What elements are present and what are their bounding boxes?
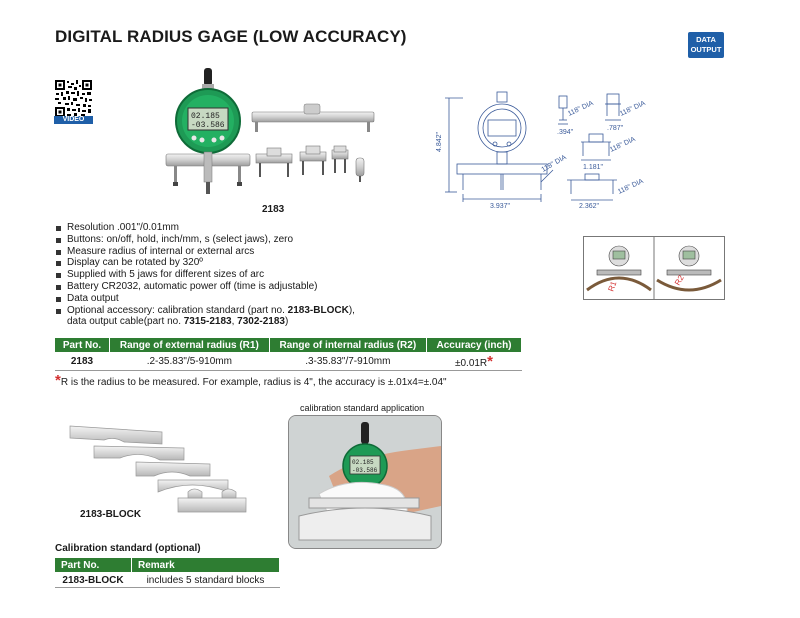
dim-dia-1: 118" DIA — [567, 100, 595, 118]
feature-item: Buttons: on/off, hold, inch/mm, s (selec… — [55, 234, 355, 246]
accuracy-star: * — [487, 353, 494, 370]
feature-item: Supplied with 5 jaws for different sizes… — [55, 269, 355, 281]
badge-line2: OUTPUT — [690, 44, 722, 54]
optional-text-d: data output cable(part no. — [67, 316, 184, 328]
dim-width: 3.937" — [490, 203, 511, 210]
dim-787: .787" — [607, 125, 624, 132]
col-part-no: Part No. — [54, 337, 110, 353]
block-label: 2183-BLOCK — [80, 509, 142, 520]
col-external-radius: Range of external radius (R1) — [109, 337, 270, 353]
calibration-blocks-photo — [69, 425, 247, 513]
note-star: * — [55, 372, 61, 389]
feature-item: Data output — [55, 293, 355, 305]
page-title: DIGITAL RADIUS GAGE (LOW ACCURACY) — [55, 27, 407, 46]
optional-part-cable2: 7302-2183 — [237, 316, 285, 328]
calibration-title: Calibration standard (optional) — [55, 543, 201, 554]
feature-item: Battery CR2032, automatic power off (tim… — [55, 281, 355, 293]
feature-list: Resolution .001"/0.01mm Buttons: on/off,… — [55, 222, 355, 328]
feature-item: Measure radius of internal or external a… — [55, 246, 355, 258]
cell-external-radius: .2-35.83"/5-910mm — [109, 352, 270, 371]
table-header-row: Part No. Remark — [54, 557, 280, 573]
gauge-display-line1: 02.185 — [191, 112, 220, 121]
r1-label: R1 — [606, 279, 618, 292]
dim-1181: 1.181" — [583, 164, 604, 171]
col-part-no: Part No. — [54, 557, 132, 573]
application-illustration: 02.185 -03.586 — [289, 416, 441, 548]
app-caption: calibration standard application — [300, 403, 425, 413]
optional-part-block: 2183-BLOCK — [287, 304, 349, 316]
technical-drawing: 4.842" 3.937" 118" DIA 118" DIA .394" 11… — [436, 91, 647, 210]
optional-part-cable1: 7315-2183 — [183, 316, 232, 328]
note-text: R is the radius to be measured. For exam… — [60, 377, 447, 388]
table-row: 2183 .2-35.83"/5-910mm .3-35.83"/7-910mm… — [54, 352, 522, 371]
feature-item-optional: Optional accessory: calibration standard… — [55, 305, 355, 329]
app-display-line1: 02.185 — [352, 459, 374, 466]
optional-text-f: , — [231, 316, 238, 328]
badge-line1: DATA — [696, 35, 716, 44]
data-output-badge: DATA OUTPUT — [688, 32, 724, 58]
col-remark: Remark — [131, 557, 280, 573]
calibration-table: Part No. Remark 2183-BLOCK includes 5 st… — [54, 557, 280, 588]
cell-accuracy: ±0.01R* — [426, 352, 522, 371]
app-display-line2: -03.586 — [352, 467, 378, 474]
spec-table: Part No. Range of external radius (R1) R… — [54, 337, 522, 371]
optional-text-a: Optional accessory: calibration standard… — [67, 304, 288, 316]
dim-height: 4.842" — [436, 131, 443, 152]
cell-part-no: 2183-BLOCK — [54, 572, 132, 588]
feature-item: Resolution .001"/0.01mm — [55, 222, 355, 234]
gauge-display-line2: -03.586 — [191, 121, 225, 130]
application-photo: 02.185 -03.586 — [288, 415, 442, 549]
model-label: 2183 — [262, 204, 285, 215]
accuracy-note: *R is the radius to be measured. For exa… — [55, 372, 447, 389]
dim-dia-2: 118" DIA — [619, 100, 647, 118]
radius-diagram: R1 R2 — [583, 236, 725, 300]
accuracy-value: ±0.01R — [454, 358, 488, 369]
table-header-row: Part No. Range of external radius (R1) R… — [54, 337, 522, 353]
qr-code-icon[interactable] — [54, 79, 93, 118]
table-row: 2183-BLOCK includes 5 standard blocks — [54, 572, 280, 588]
optional-text-h: ) — [284, 316, 289, 328]
dim-dia-3: 118" DIA — [609, 136, 637, 154]
cell-remark: includes 5 standard blocks — [131, 572, 280, 588]
dim-2362: 2.362" — [579, 203, 600, 210]
cell-part-no: 2183 — [54, 352, 110, 371]
video-label[interactable]: VIDEO — [54, 116, 93, 124]
dim-394: .394" — [557, 129, 574, 136]
col-internal-radius: Range of internal radius (R2) — [268, 337, 428, 353]
dim-dia-4: 118" DIA — [617, 178, 645, 196]
optional-text-c: ), — [348, 304, 355, 316]
cell-internal-radius: .3-35.83"/7-910mm — [269, 352, 427, 371]
product-photo: 02.185 -03.586 — [165, 68, 375, 194]
col-accuracy: Accuracy (inch) — [426, 337, 522, 353]
feature-item: Display can be rotated by 320º — [55, 257, 355, 269]
